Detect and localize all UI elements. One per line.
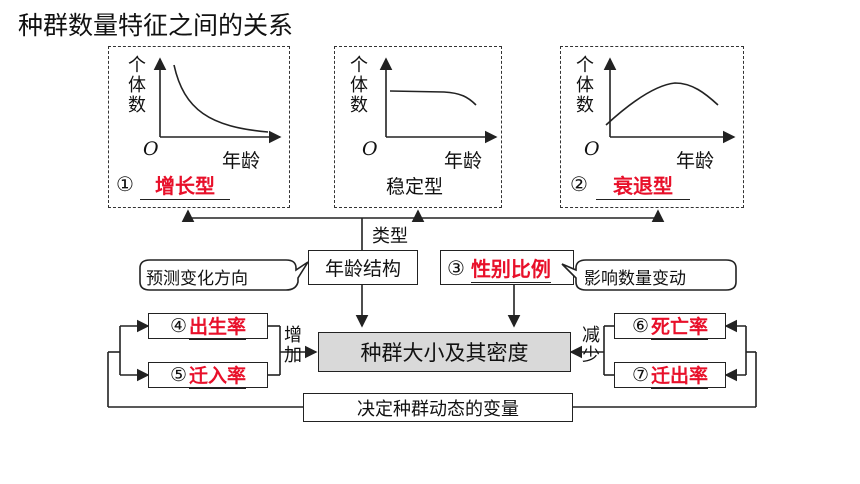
affect-label: 影响数量变动 bbox=[584, 269, 686, 289]
increase-label: 增加 bbox=[284, 325, 302, 366]
answer-num-5: ⑤ bbox=[169, 364, 188, 386]
death-rate-box: ⑥ 死亡率 bbox=[614, 312, 726, 340]
decline-type-box bbox=[560, 46, 744, 208]
answer-num-1: ① bbox=[116, 172, 134, 196]
stable-curve-graph bbox=[379, 57, 498, 144]
population-density-box: 种群大小及其密度 bbox=[318, 332, 571, 372]
growth-curve-graph bbox=[153, 57, 282, 144]
x-axis-label-1: 年龄 bbox=[222, 150, 261, 172]
stable-type-box bbox=[334, 46, 502, 208]
decline-curve-graph bbox=[603, 57, 736, 144]
answer-immigration-rate: 迁入率 bbox=[189, 361, 247, 389]
answer-num-7: ⑦ bbox=[631, 364, 650, 386]
answer-death-rate: 死亡率 bbox=[651, 312, 709, 340]
answer-growth-type: 增长型 bbox=[140, 170, 230, 200]
age-structure-box: 年龄结构 bbox=[308, 250, 418, 285]
y-axis-label-1: 个体数 bbox=[128, 55, 146, 116]
y-axis-label-2: 个体数 bbox=[350, 55, 368, 116]
origin-label-3: O bbox=[584, 138, 600, 160]
stable-type-label: 稳定型 bbox=[386, 176, 444, 198]
answer-sex-ratio: 性别比例 bbox=[470, 253, 551, 283]
answer-emigration-rate: 迁出率 bbox=[651, 361, 709, 389]
type-label: 类型 bbox=[372, 226, 408, 247]
answer-num-4: ④ bbox=[169, 315, 188, 337]
x-axis-label-3: 年龄 bbox=[676, 150, 715, 172]
immigration-rate-box: ⑤ 迁入率 bbox=[148, 361, 268, 389]
y-axis-label-3: 个体数 bbox=[576, 55, 594, 116]
answer-decline-type: 衰退型 bbox=[596, 170, 690, 200]
origin-label-1: O bbox=[143, 138, 159, 160]
page-title: 种群数量特征之间的关系 bbox=[18, 11, 294, 40]
predict-label: 预测变化方向 bbox=[146, 269, 248, 289]
affect-callout-shape bbox=[561, 259, 737, 291]
decrease-label: 减少 bbox=[582, 325, 600, 366]
dynamics-variable-box: 决定种群动态的变量 bbox=[303, 393, 573, 422]
predict-callout-shape bbox=[139, 259, 309, 291]
sex-ratio-box: ③ 性别比例 bbox=[440, 250, 574, 285]
answer-num-6: ⑥ bbox=[631, 315, 650, 337]
emigration-rate-box: ⑦ 迁出率 bbox=[614, 361, 726, 389]
birth-rate-box: ④ 出生率 bbox=[148, 312, 268, 340]
answer-birth-rate: 出生率 bbox=[189, 312, 247, 340]
answer-num-2: ② bbox=[570, 172, 588, 196]
x-axis-label-2: 年龄 bbox=[444, 150, 483, 172]
growth-type-box bbox=[108, 46, 290, 208]
origin-label-2: O bbox=[362, 138, 378, 160]
answer-num-3: ③ bbox=[447, 255, 465, 280]
